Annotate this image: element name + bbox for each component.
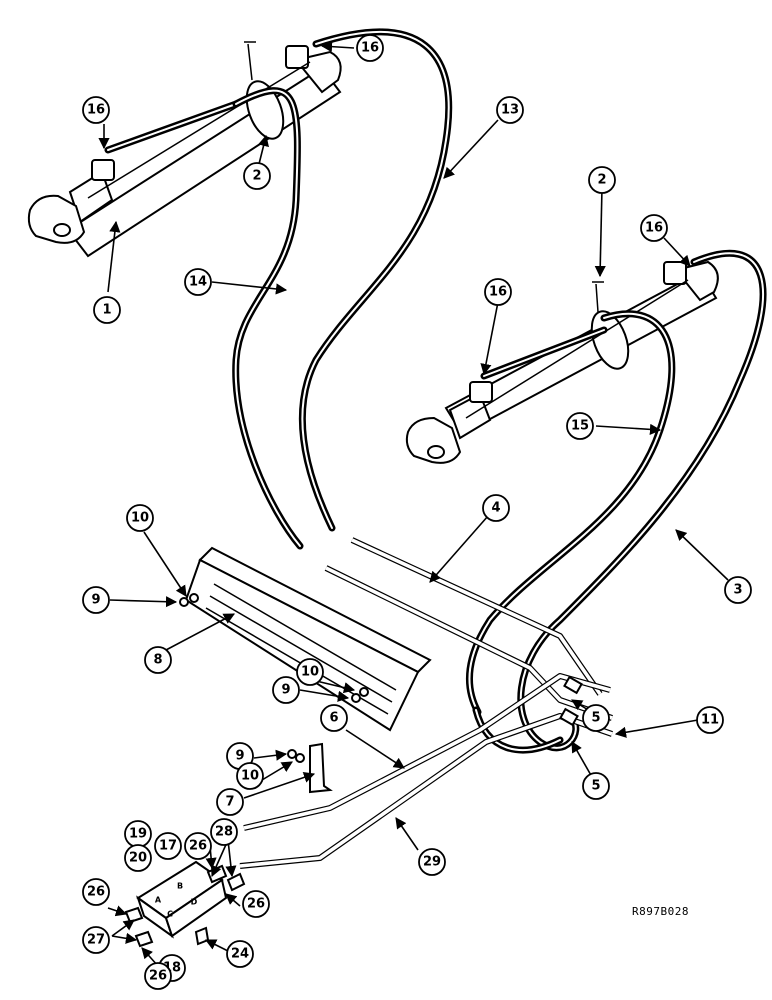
svg-text:20: 20 — [129, 851, 147, 866]
callout: 14 — [184, 268, 212, 296]
callout: 7 — [216, 788, 244, 816]
svg-text:5: 5 — [591, 711, 600, 726]
callout: 3 — [724, 576, 752, 604]
drawing-reference-code: R897B028 — [632, 905, 689, 918]
svg-text:28: 28 — [215, 825, 233, 840]
svg-text:B: B — [177, 882, 183, 891]
svg-text:16: 16 — [361, 41, 379, 56]
callout: 15 — [566, 412, 594, 440]
callout: 13 — [496, 96, 524, 124]
callout: 26 — [242, 890, 270, 918]
svg-text:A: A — [155, 896, 162, 905]
svg-text:1: 1 — [102, 303, 111, 318]
svg-text:15: 15 — [571, 419, 589, 434]
svg-text:9: 9 — [235, 749, 244, 764]
cylinder-left — [27, 41, 342, 258]
svg-text:5: 5 — [591, 779, 600, 794]
svg-text:D: D — [191, 898, 198, 907]
svg-text:8: 8 — [153, 653, 162, 668]
callout: 26 — [82, 878, 110, 906]
callout: 10 — [126, 504, 154, 532]
callout: 19 — [124, 820, 152, 848]
svg-text:26: 26 — [247, 897, 265, 912]
svg-text:26: 26 — [87, 885, 105, 900]
svg-text:16: 16 — [87, 103, 105, 118]
callout: 26 — [144, 962, 172, 990]
svg-text:17: 17 — [159, 839, 177, 854]
cylinder-short-hoses — [104, 100, 608, 380]
svg-text:9: 9 — [91, 593, 100, 608]
svg-text:2: 2 — [252, 169, 261, 184]
svg-text:7: 7 — [225, 795, 234, 810]
callout: 24 — [226, 940, 254, 968]
svg-text:24: 24 — [231, 947, 249, 962]
callout: 8 — [144, 646, 172, 674]
callout: 9 — [82, 586, 110, 614]
svg-text:13: 13 — [501, 103, 519, 118]
callout: 5 — [582, 704, 610, 732]
svg-text:27: 27 — [87, 933, 105, 948]
svg-text:10: 10 — [241, 769, 259, 784]
svg-text:26: 26 — [189, 839, 207, 854]
callout: 28 — [210, 818, 238, 846]
callout: 2 — [243, 162, 271, 190]
callout: 16 — [640, 214, 668, 242]
svg-text:16: 16 — [489, 285, 507, 300]
callout: 1 — [93, 296, 121, 324]
callout: 9 — [272, 676, 300, 704]
long-hoses — [232, 28, 767, 754]
svg-text:19: 19 — [129, 827, 147, 842]
callout: 26 — [184, 832, 212, 860]
callout: 5 — [582, 772, 610, 800]
callout: 2 — [588, 166, 616, 194]
svg-text:14: 14 — [189, 275, 207, 290]
callout: 4 — [482, 494, 510, 522]
callout: 9 — [226, 742, 254, 770]
callout: 10 — [296, 658, 324, 686]
svg-text:3: 3 — [733, 583, 742, 598]
svg-text:C: C — [167, 910, 173, 919]
leader-lines — [98, 41, 729, 967]
svg-text:10: 10 — [131, 511, 149, 526]
valve-block: A B C D — [124, 860, 246, 948]
svg-text:9: 9 — [281, 683, 290, 698]
svg-text:2: 2 — [597, 173, 606, 188]
mounting-bracket — [184, 546, 432, 732]
svg-text:26: 26 — [149, 969, 167, 984]
callout: 16 — [356, 34, 384, 62]
svg-text:16: 16 — [645, 221, 663, 236]
callout: 20 — [124, 844, 152, 872]
svg-text:6: 6 — [329, 711, 338, 726]
cylinder-right — [405, 260, 719, 464]
callout: 16 — [82, 96, 110, 124]
svg-text:29: 29 — [423, 855, 441, 870]
svg-text:10: 10 — [301, 665, 319, 680]
callout: 17 — [154, 832, 182, 860]
callout: 6 — [320, 704, 348, 732]
svg-text:4: 4 — [491, 501, 500, 516]
callout: 10 — [236, 762, 264, 790]
callout: 29 — [418, 848, 446, 876]
tube-lines — [239, 537, 613, 869]
callout: 11 — [696, 706, 724, 734]
callout: 27 — [82, 926, 110, 954]
svg-text:11: 11 — [701, 713, 719, 728]
callout: 16 — [484, 278, 512, 306]
